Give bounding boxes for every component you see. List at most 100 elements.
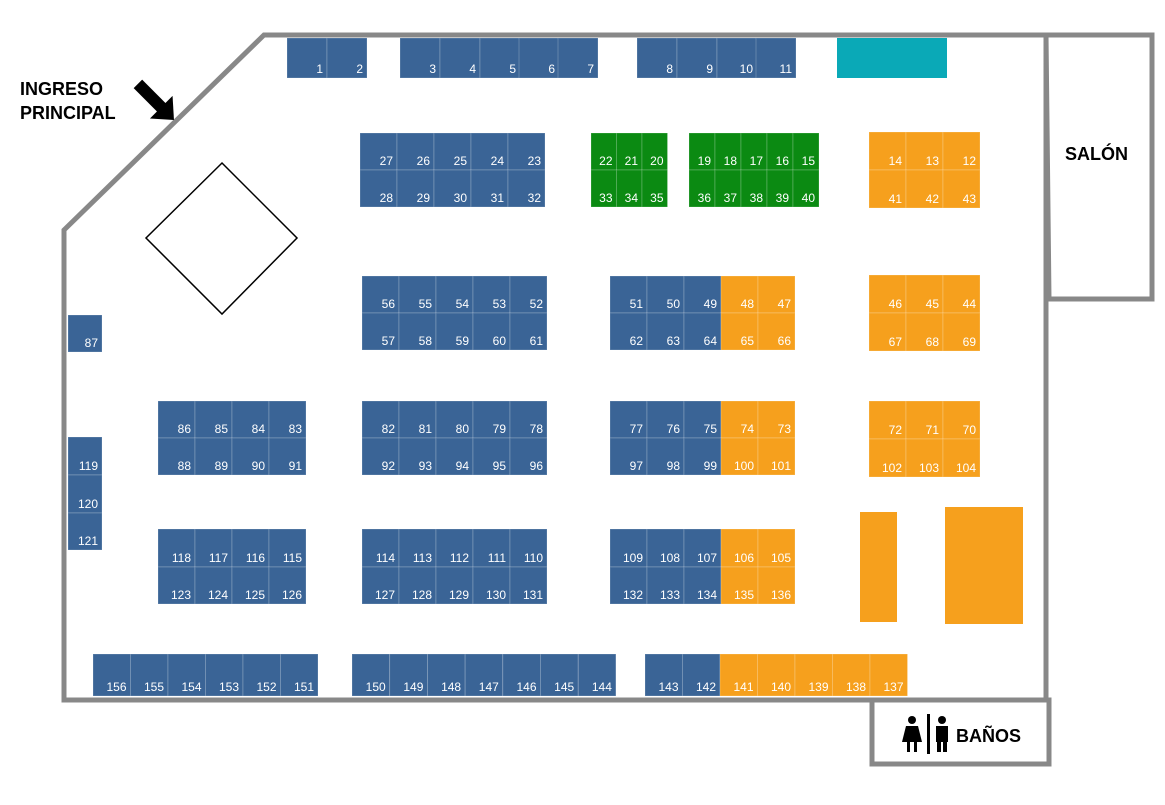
booth-61[interactable] [509, 312, 548, 351]
booth-109[interactable] [609, 528, 648, 568]
booth-45[interactable] [905, 274, 944, 314]
booth-68[interactable] [905, 312, 944, 352]
booth-2[interactable] [326, 37, 368, 79]
booth-115[interactable] [268, 528, 307, 568]
booth-154[interactable] [167, 653, 206, 697]
booth-126[interactable] [268, 566, 307, 605]
booth-103[interactable] [905, 438, 944, 478]
booth-121[interactable] [67, 512, 103, 551]
booth-50[interactable] [646, 275, 685, 314]
booth-25[interactable] [433, 132, 472, 171]
booth-63[interactable] [646, 312, 685, 351]
booth-143[interactable] [644, 653, 683, 697]
booth-29[interactable] [396, 169, 435, 208]
booth-146[interactable] [502, 653, 541, 697]
booth-135[interactable] [720, 566, 759, 605]
booth-107[interactable] [683, 528, 722, 568]
booth-11[interactable] [755, 37, 797, 79]
booth-138[interactable] [832, 653, 871, 697]
booth-6[interactable] [518, 37, 560, 79]
booth-156[interactable] [92, 653, 131, 697]
booth-48[interactable] [720, 275, 759, 314]
booth-52[interactable] [509, 275, 548, 314]
booth-38[interactable] [740, 169, 768, 208]
booth-66[interactable] [757, 312, 796, 351]
booth-23[interactable] [507, 132, 546, 171]
booth-124[interactable] [194, 566, 233, 605]
booth-123[interactable] [157, 566, 196, 605]
booth-9[interactable] [676, 37, 718, 79]
booth-16[interactable] [766, 132, 794, 171]
booth-137[interactable] [869, 653, 908, 697]
booth-49[interactable] [683, 275, 722, 314]
booth-96[interactable] [509, 437, 548, 476]
booth-46[interactable] [868, 274, 907, 314]
booth-60[interactable] [472, 312, 511, 351]
booth-20[interactable] [641, 132, 668, 171]
booth-43[interactable] [942, 169, 981, 209]
booth-147[interactable] [464, 653, 504, 697]
booth-14[interactable] [868, 131, 907, 171]
booth-92[interactable] [361, 437, 400, 476]
booth-22[interactable] [590, 132, 617, 171]
booth-78[interactable] [509, 400, 548, 439]
booth-36[interactable] [688, 169, 716, 208]
booth-10[interactable] [716, 37, 758, 79]
booth-119[interactable] [67, 436, 103, 476]
booth-67[interactable] [868, 312, 907, 352]
booth-34[interactable] [616, 169, 643, 208]
booth-12[interactable] [942, 131, 981, 171]
booth-59[interactable] [435, 312, 474, 351]
booth-114[interactable] [361, 528, 400, 568]
booth-21[interactable] [616, 132, 643, 171]
booth-69[interactable] [942, 312, 981, 352]
booth-42[interactable] [905, 169, 944, 209]
booth-39[interactable] [766, 169, 794, 208]
booth-51[interactable] [609, 275, 648, 314]
booth-41[interactable] [868, 169, 907, 209]
booth-132[interactable] [609, 566, 648, 605]
booth-106[interactable] [720, 528, 759, 568]
booth-97[interactable] [609, 437, 648, 476]
booth-80[interactable] [435, 400, 474, 439]
booth-140[interactable] [757, 653, 796, 697]
booth-27[interactable] [359, 132, 398, 171]
booth-73[interactable] [757, 400, 796, 439]
booth-58[interactable] [398, 312, 437, 351]
booth-113[interactable] [398, 528, 437, 568]
booth-91[interactable] [268, 437, 307, 476]
booth-134[interactable] [683, 566, 722, 605]
booth-31[interactable] [470, 169, 509, 208]
booth-3[interactable] [399, 37, 441, 79]
booth-151[interactable] [280, 653, 319, 697]
booth-82[interactable] [361, 400, 400, 439]
booth-28[interactable] [359, 169, 398, 208]
booth-155[interactable] [130, 653, 169, 697]
booth-89[interactable] [194, 437, 233, 476]
booth-144[interactable] [577, 653, 617, 697]
booth-142[interactable] [682, 653, 721, 697]
booth-152[interactable] [242, 653, 281, 697]
booth-7[interactable] [557, 37, 599, 79]
booth-74[interactable] [720, 400, 759, 439]
booth-85[interactable] [194, 400, 233, 439]
booth-95[interactable] [472, 437, 511, 476]
booth-32[interactable] [507, 169, 546, 208]
booth-120[interactable] [67, 474, 103, 514]
booth-88[interactable] [157, 437, 196, 476]
booth-128[interactable] [398, 566, 437, 605]
booth-24[interactable] [470, 132, 509, 171]
booth-129[interactable] [435, 566, 474, 605]
booth-101[interactable] [757, 437, 796, 476]
booth-110[interactable] [509, 528, 548, 568]
booth-99[interactable] [683, 437, 722, 476]
booth-77[interactable] [609, 400, 648, 439]
booth-150[interactable] [351, 653, 391, 697]
booth-35[interactable] [641, 169, 668, 208]
booth-127[interactable] [361, 566, 400, 605]
booth-72[interactable] [868, 400, 907, 440]
booth-56[interactable] [361, 275, 400, 314]
booth-133[interactable] [646, 566, 685, 605]
booth-81[interactable] [398, 400, 437, 439]
booth-40[interactable] [792, 169, 820, 208]
